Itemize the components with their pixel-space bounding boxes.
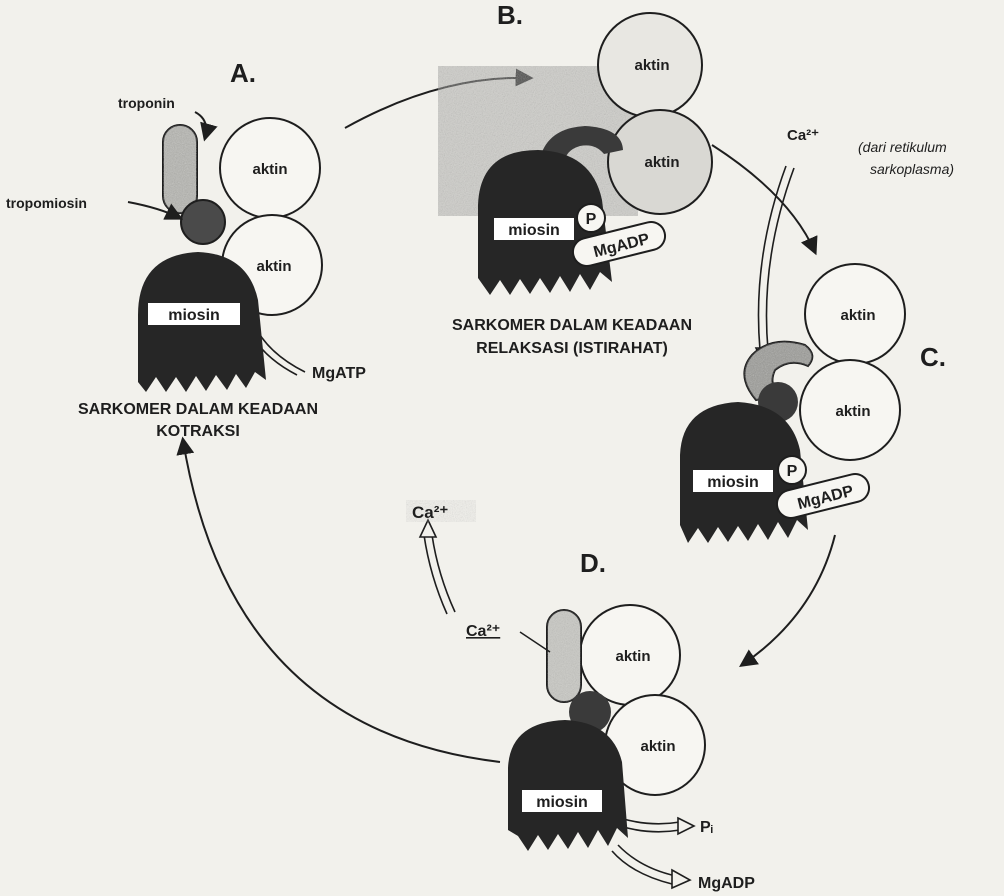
actin-label: aktin (835, 403, 870, 420)
panel-c-letter: C. (920, 342, 946, 372)
phosphate-label: P (787, 463, 798, 480)
panel-a-caption-line1: SARKOMER DALAM KEADAAN (78, 401, 318, 418)
actin-label: aktin (252, 161, 287, 178)
myosin-label: miosin (536, 794, 588, 811)
mgadp-released-label: MgADP (698, 875, 755, 892)
tropomyosin-label: tropomiosin (6, 195, 87, 211)
panel-a-letter: A. (230, 58, 256, 88)
panel-b-caption-line1: SARKOMER DALAM KEADAAN (452, 317, 692, 334)
myosin-label: miosin (707, 474, 759, 491)
actin-label: aktin (644, 154, 679, 171)
panel-b-caption-line2: RELAKSASI (ISTIRAHAT) (476, 340, 668, 357)
actin-label: aktin (256, 258, 291, 275)
panel-d-letter: D. (580, 548, 606, 578)
myosin-label: miosin (168, 307, 220, 324)
actin-label: aktin (640, 738, 675, 755)
actin-label: aktin (615, 648, 650, 665)
tropomyosin-shape (181, 200, 225, 244)
pi-label: Pᵢ (700, 819, 713, 836)
panel-b-letter: B. (497, 0, 523, 30)
ca-bound-label: Ca²⁺ (466, 623, 500, 640)
ca-source-line2: sarkoplasma) (870, 161, 954, 177)
actin-label: aktin (634, 57, 669, 74)
mgatp-label: MgATP (312, 365, 366, 382)
troponin-label: troponin (118, 95, 175, 111)
ca-source-line1: (dari retikulum (858, 139, 947, 155)
ca-input-label: Ca²⁺ (787, 127, 819, 144)
actin-label: aktin (840, 307, 875, 324)
ca-released-label: Ca²⁺ (412, 503, 448, 522)
panel-a-caption-line2: KOTRAKSI (156, 423, 240, 440)
phosphate-label: P (586, 211, 597, 228)
myosin-label: miosin (508, 222, 560, 239)
myosin-head-d (508, 720, 628, 851)
